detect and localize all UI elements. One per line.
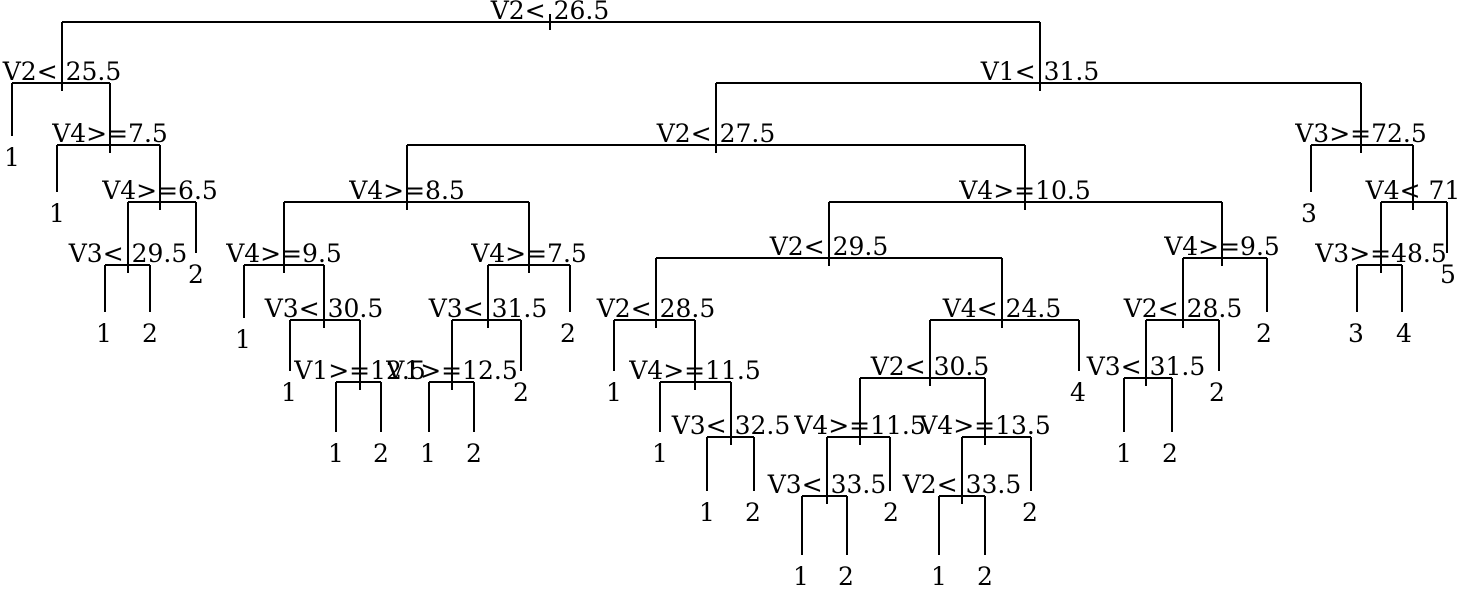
leaf-class-label: 1	[652, 439, 668, 468]
split-condition-label: V2< 27.5	[656, 119, 776, 148]
split-condition-label: V2< 26.5	[490, 0, 610, 25]
split-node: V4>=9.5	[225, 239, 342, 320]
split-node: V4< 71	[1365, 176, 1460, 265]
split-condition-label: V2< 30.5	[870, 352, 990, 381]
leaf-class-label: 1	[699, 498, 715, 527]
leaf-class-label: 2	[745, 498, 761, 527]
split-condition-label: V4>=9.5	[225, 239, 342, 268]
split-condition-label: V2< 28.5	[1123, 294, 1243, 323]
split-node: V1>=12.5	[385, 356, 518, 432]
split-node: V3< 30.5	[264, 294, 384, 382]
split-node: V4>=7.5	[51, 119, 168, 202]
split-node: V3< 31.5	[1086, 352, 1206, 432]
leaf-class-label: 1	[49, 199, 65, 228]
leaf-class-label: 2	[142, 319, 158, 348]
split-condition-label: V4< 71	[1365, 176, 1460, 205]
leaf-class-label: 1	[606, 378, 622, 407]
split-condition-label: V4< 24.5	[942, 294, 1062, 323]
split-condition-label: V2< 29.5	[769, 232, 889, 261]
split-condition-label: V1>=12.5	[293, 356, 426, 385]
split-condition-label: V3>=72.5	[1294, 119, 1427, 148]
split-node: V2< 27.5	[406, 119, 1026, 202]
split-node: V4>=6.5	[101, 176, 218, 265]
split-condition-label: V4>=7.5	[470, 239, 587, 268]
split-condition-label: V2< 28.5	[596, 294, 716, 323]
leaf-class-label: 1	[235, 325, 251, 354]
leaf-class-label: 2	[513, 378, 529, 407]
leaf-class-label: 1	[96, 319, 112, 348]
split-condition-label: V4>=11.5	[628, 356, 761, 385]
split-condition-label: V3>=48.5	[1314, 239, 1447, 268]
split-condition-label: V4>=13.5	[918, 411, 1051, 440]
split-node: V2< 30.5	[859, 352, 990, 437]
leaf-class-label: 2	[838, 562, 854, 591]
split-node: V4>=11.5	[793, 411, 926, 496]
split-node: V2< 33.5	[902, 470, 1022, 555]
split-condition-label: V4>=6.5	[101, 176, 218, 205]
split-node: V4>=8.5	[283, 176, 530, 265]
leaf-class-label: 3	[1301, 199, 1317, 228]
split-node: V2< 28.5	[596, 294, 716, 382]
split-node: V2< 25.5	[2, 57, 122, 145]
leaf-class-label: 1	[931, 562, 947, 591]
split-node: V4>=11.5	[628, 356, 761, 437]
split-condition-label: V3< 29.5	[68, 239, 188, 268]
split-condition-label: V4>=9.5	[1163, 232, 1280, 261]
leaf-class-label: 4	[1396, 319, 1412, 348]
split-condition-label: V4>=8.5	[348, 176, 465, 205]
leaf-class-label: 2	[560, 319, 576, 348]
split-node: V4>=10.5	[828, 176, 1223, 258]
leaf-class-label: 2	[1022, 498, 1038, 527]
split-node: V3< 32.5	[671, 411, 791, 491]
split-node: V1< 31.5	[715, 57, 1362, 145]
split-condition-label: V1< 31.5	[980, 57, 1100, 86]
split-node: V4>=13.5	[918, 411, 1051, 496]
leaf-class-label: 1	[420, 439, 436, 468]
split-condition-label: V2< 33.5	[902, 470, 1022, 499]
split-condition-label: V4>=10.5	[958, 176, 1091, 205]
split-condition-label: V2< 25.5	[2, 57, 122, 86]
split-node: V3< 29.5	[68, 239, 188, 312]
split-node: V3>=72.5	[1294, 119, 1427, 202]
leaf-class-label: 2	[188, 260, 204, 289]
leaf-class-label: 2	[977, 562, 993, 591]
split-condition-label: V1>=12.5	[385, 356, 518, 385]
leaf-class-label: 2	[1209, 378, 1225, 407]
split-node: V4< 24.5	[929, 294, 1080, 378]
split-node: V2< 28.5	[1123, 294, 1243, 378]
leaf-class-label: 2	[883, 498, 899, 527]
split-node: V2< 29.5	[655, 232, 1003, 320]
split-condition-label: V3< 31.5	[428, 294, 548, 323]
leaf-class-label: 2	[466, 439, 482, 468]
split-node: V2< 26.5	[61, 0, 1041, 83]
split-condition-label: V4>=7.5	[51, 119, 168, 148]
split-node: V3>=48.5	[1314, 239, 1447, 312]
split-node: V4>=7.5	[470, 239, 587, 320]
split-condition-label: V3< 33.5	[767, 470, 887, 499]
leaf-class-label: 1	[793, 562, 809, 591]
split-node: V3< 33.5	[767, 470, 887, 555]
leaf-class-label: 5	[1440, 260, 1456, 289]
split-condition-label: V3< 31.5	[1086, 352, 1206, 381]
leaf-class-label: 4	[1070, 378, 1086, 407]
leaf-class-label: 2	[373, 439, 389, 468]
leaf-class-label: 2	[1162, 439, 1178, 468]
split-condition-label: V3< 32.5	[671, 411, 791, 440]
leaf-class-label: 1	[1116, 439, 1132, 468]
leaf-class-label: 1	[281, 378, 297, 407]
split-node: V1>=12.5	[293, 356, 426, 432]
leaf-class-label: 3	[1348, 319, 1364, 348]
leaf-class-label: 1	[4, 143, 20, 172]
leaf-class-label: 1	[328, 439, 344, 468]
leaf-class-label: 2	[1256, 319, 1272, 348]
split-node: V4>=9.5	[1163, 232, 1280, 320]
split-condition-label: V3< 30.5	[264, 294, 384, 323]
split-condition-label: V4>=11.5	[793, 411, 926, 440]
split-node: V3< 31.5	[428, 294, 548, 382]
